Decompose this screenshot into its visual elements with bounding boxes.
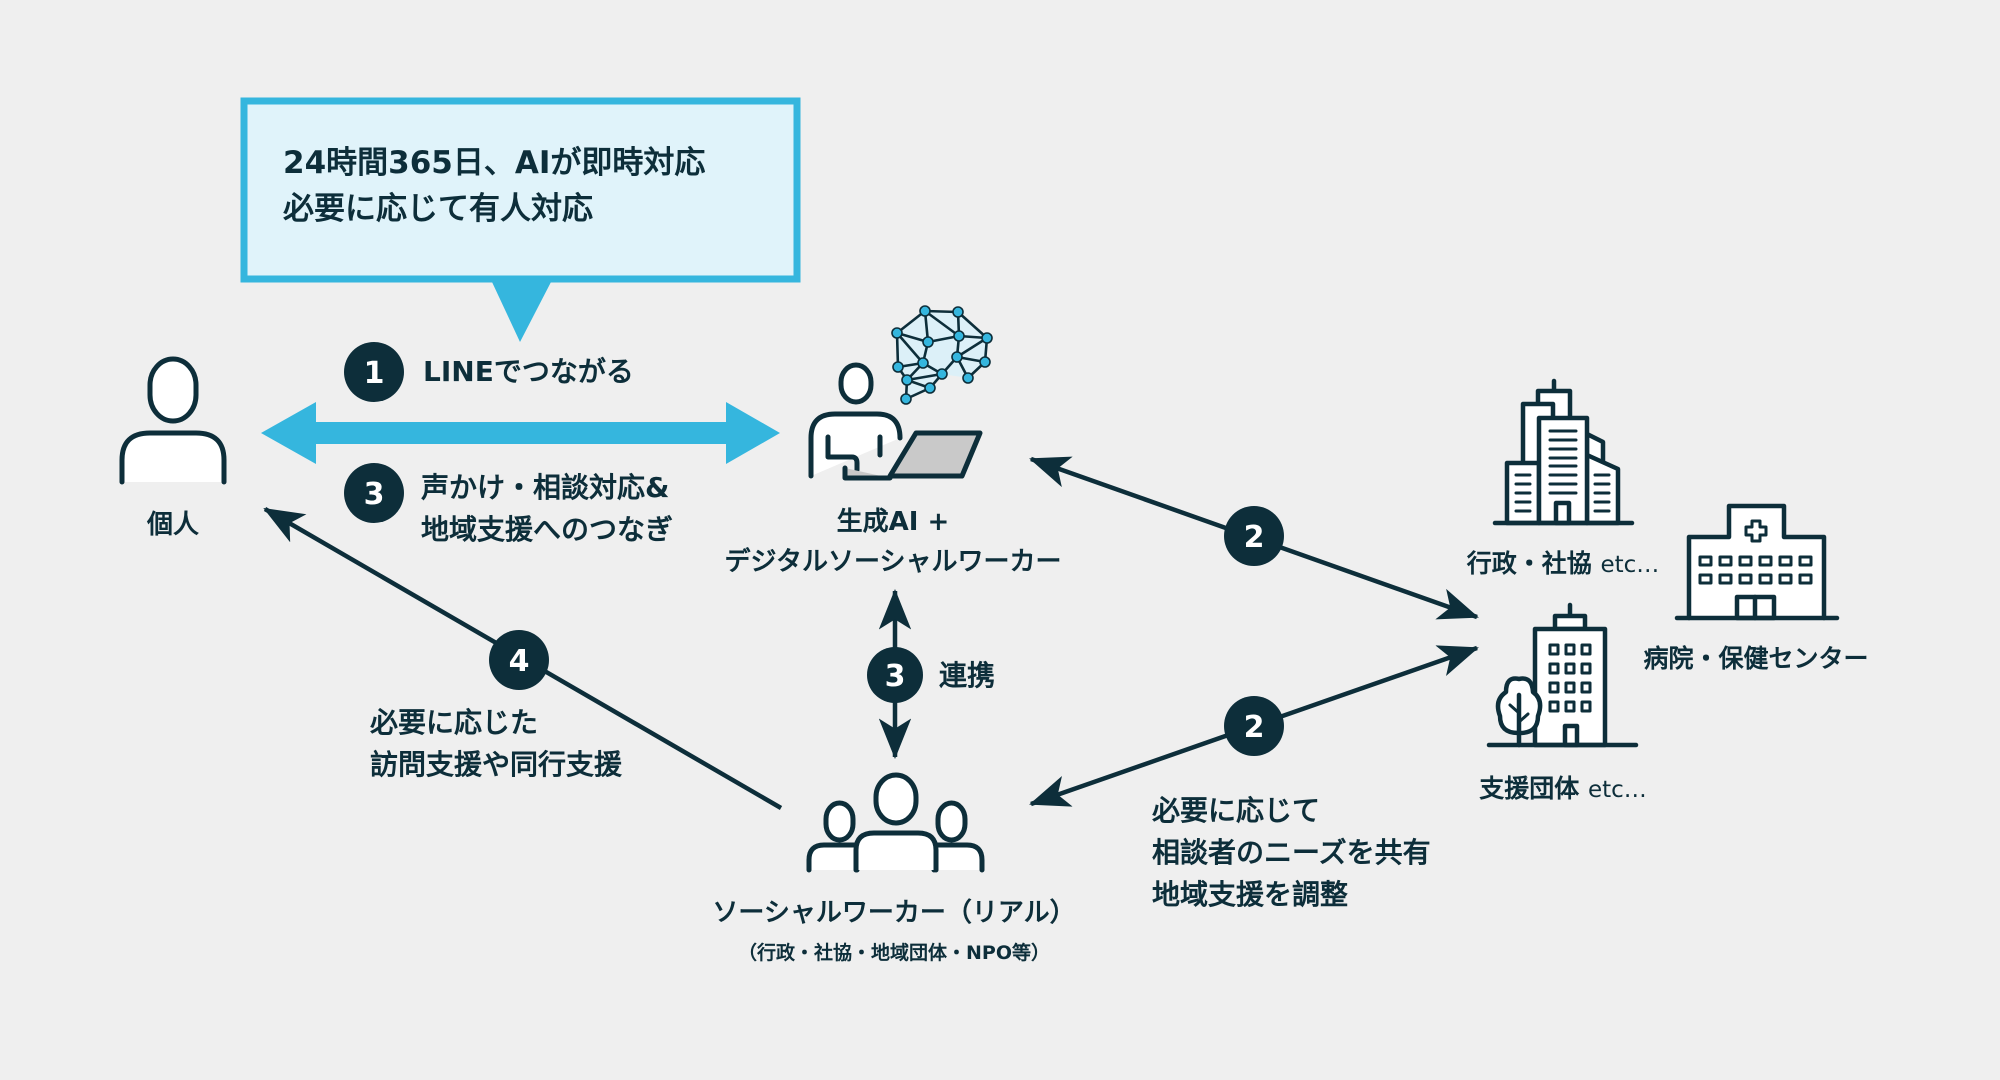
support-org-label-text: 支援団体: [1479, 774, 1580, 803]
laptop-icon: [842, 430, 983, 481]
real-worker-label: ソーシャルワーカー（リアル）: [712, 898, 1076, 928]
line-connection-arrow: [261, 402, 780, 464]
group-people-icon: [806, 772, 985, 873]
government-etc: etc…: [1600, 552, 1660, 578]
office-buildings-icon: [1492, 378, 1635, 526]
arrowhead-left: [261, 402, 316, 464]
collaboration-label: 連携: [939, 659, 996, 692]
step-4-line-2: 訪問支援や同行支援: [370, 748, 623, 781]
svg-text:1: 1: [364, 356, 385, 391]
building-tree-icon: [1486, 602, 1639, 748]
step-badge-2-upper: 2: [1224, 506, 1284, 566]
ai-worker-line-1: 生成AI +: [836, 507, 950, 537]
step-badge-2-lower: 2: [1224, 696, 1284, 756]
step-2-line-2: 相談者のニーズを共有: [1152, 836, 1431, 869]
step-2-label: 必要に応じて 相談者のニーズを共有 地域支援を調整: [1152, 790, 1431, 916]
svg-text:2: 2: [1244, 520, 1265, 555]
support-org-etc: etc…: [1587, 777, 1647, 803]
hospital-label: 病院・保健センター: [1643, 644, 1869, 673]
step-badge-1: 1: [344, 342, 404, 402]
step-badge-3-line: 3: [344, 463, 404, 523]
government-label: 行政・社協 etc…: [1467, 549, 1660, 580]
individual-label: 個人: [146, 510, 200, 540]
person-laptop-ai-icon: [808, 305, 993, 481]
step-4-line-1: 必要に応じた: [370, 706, 539, 739]
hospital-icon: [1674, 503, 1840, 621]
svg-text:4: 4: [509, 644, 530, 679]
step-2-line-3: 地域支援を調整: [1152, 878, 1349, 911]
callout-line-1: 24時間365日、AIが即時対応: [283, 145, 706, 181]
neural-network-brain-icon: [891, 305, 993, 405]
svg-text:3: 3: [364, 477, 385, 512]
step-1-label: LINEでつながる: [423, 355, 634, 388]
callout-line-2: 必要に応じて有人対応: [283, 191, 593, 227]
arrowhead-right: [726, 402, 780, 464]
real-worker-sublabel: （行政・社協・地域団体・NPO等）: [738, 942, 1050, 964]
callout-text: 24時間365日、AIが即時対応 必要に応じて有人対応: [283, 140, 705, 232]
step-4-label: 必要に応じた 訪問支援や同行支援: [370, 702, 622, 786]
step-badge-4: 4: [489, 630, 549, 690]
person-icon: [119, 356, 227, 485]
callout-box: [240, 97, 801, 342]
callout-pointer: [492, 282, 551, 342]
ai-worker-line-2: デジタルソーシャルワーカー: [724, 547, 1062, 577]
step-3-label: 声かけ・相談対応& 地域支援へのつなぎ: [421, 467, 673, 551]
svg-text:3: 3: [885, 659, 906, 694]
step-3-line-2: 地域支援へのつなぎ: [421, 513, 674, 546]
support-org-label: 支援団体 etc…: [1479, 774, 1647, 805]
svg-text:2: 2: [1244, 710, 1265, 745]
ai-worker-label: 生成AI + デジタルソーシャルワーカー: [725, 502, 1062, 582]
step-3-line-1: 声かけ・相談対応&: [421, 471, 670, 504]
government-label-text: 行政・社協: [1466, 549, 1592, 578]
step-2-line-1: 必要に応じて: [1152, 794, 1321, 827]
step-badge-3-collab: 3: [867, 647, 923, 703]
